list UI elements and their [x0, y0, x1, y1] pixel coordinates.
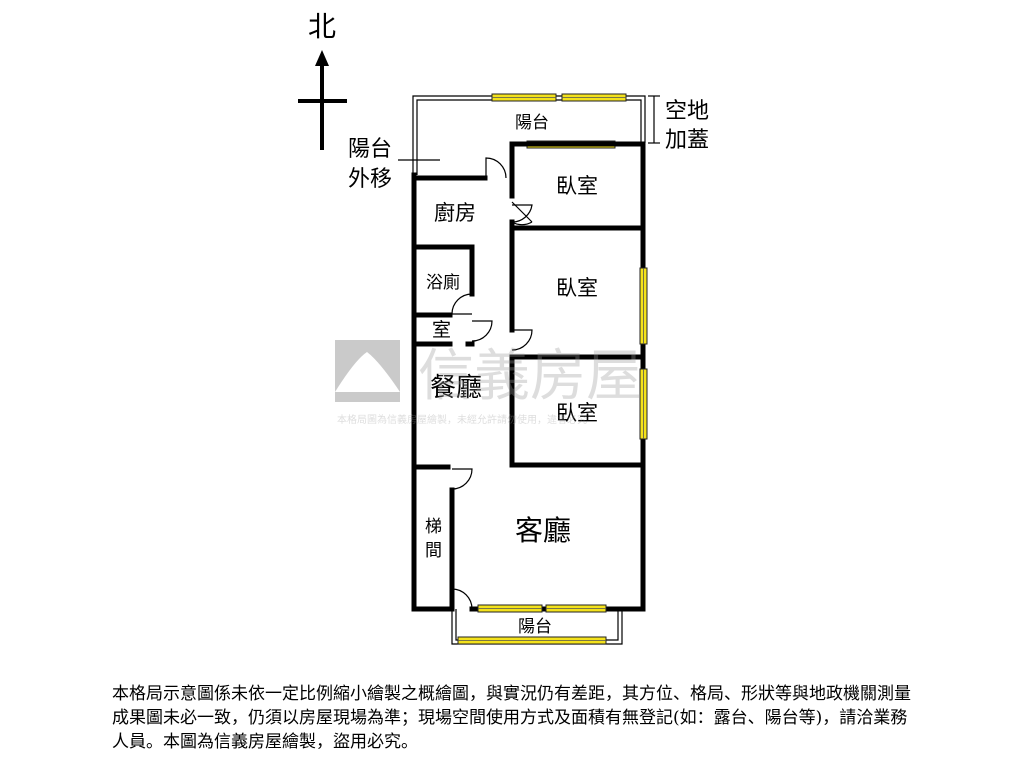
disclaimer-text: 本格局示意圖係未依一定比例縮小繪製之概繪圖，與實況仍有差距，其方位、格局、形狀等… [112, 684, 911, 752]
label-stair-2: 間 [425, 541, 442, 561]
annotation-empty-land-1: 空地 [665, 99, 709, 124]
north-label: 北 [308, 10, 336, 43]
doors [451, 157, 533, 610]
annotation-empty-land-2: 加蓋 [665, 128, 709, 153]
label-stair-1: 梯 [425, 517, 442, 537]
watermark: 信義房屋 本格局圖為信義房屋繪製，未經允許請勿使用，違者必究 [335, 340, 642, 426]
windows-east [639, 267, 648, 440]
watermark-brand: 信義房屋 [418, 344, 642, 409]
label-balcony-top: 陽台 [515, 113, 549, 133]
label-bedroom-2: 臥室 [556, 276, 598, 300]
north-arrow-icon [315, 50, 329, 66]
balcony-top-outline [398, 95, 660, 175]
label-bath: 浴廁 [426, 272, 460, 293]
label-bath-room-char: 室 [432, 319, 451, 341]
label-living: 客廳 [515, 514, 571, 547]
label-bedroom-1: 臥室 [556, 174, 598, 198]
floor-plan: 北 [298, 10, 709, 645]
label-balcony-bottom: 陽台 [518, 617, 552, 637]
north-compass: 北 [298, 10, 347, 150]
annotation-balcony-moved-2: 外移 [348, 167, 392, 192]
label-dining: 餐廳 [430, 373, 482, 403]
label-bedroom-3: 臥室 [556, 401, 598, 425]
watermark-notice: 本格局圖為信義房屋繪製，未經允許請勿使用，違者必究 [337, 413, 587, 426]
label-kitchen: 廚房 [434, 201, 476, 225]
annotation-balcony-moved-1: 陽台 [348, 137, 392, 162]
balcony-bottom-outline [451, 604, 623, 645]
brand-logo-icon [335, 340, 400, 402]
windows-top [491, 93, 627, 149]
